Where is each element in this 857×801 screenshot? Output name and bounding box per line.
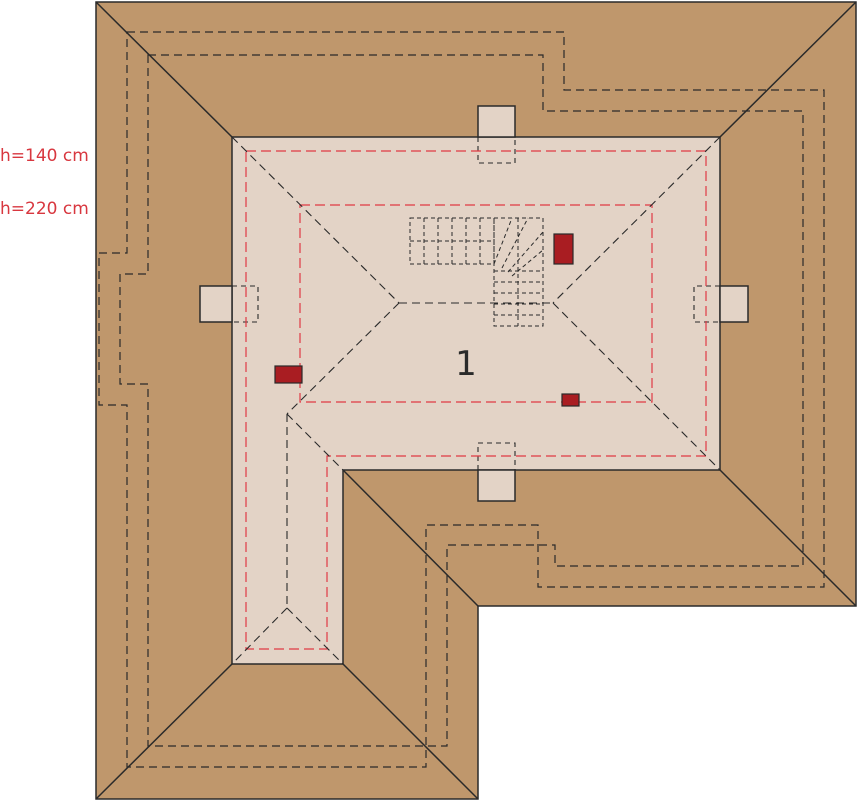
staircase (409, 217, 544, 327)
ridge-lines (231, 136, 721, 665)
wall-dashed-contours (98, 31, 825, 768)
chimney-upper (553, 233, 574, 265)
dormers (199, 105, 749, 502)
dormer-top (477, 105, 516, 138)
height-220-line (299, 204, 653, 403)
legend-h220: h=220 cm (0, 199, 89, 219)
roof-hip-lines (95, 1, 857, 800)
room-number: 1 (455, 344, 477, 384)
chimney-left (274, 365, 303, 384)
chimneys (274, 233, 580, 407)
dormer-right (719, 285, 749, 323)
legend-h140: h=140 cm (0, 146, 89, 166)
chimney-small (561, 393, 580, 407)
dormer-bottom (477, 469, 516, 502)
dormer-left (199, 285, 233, 323)
